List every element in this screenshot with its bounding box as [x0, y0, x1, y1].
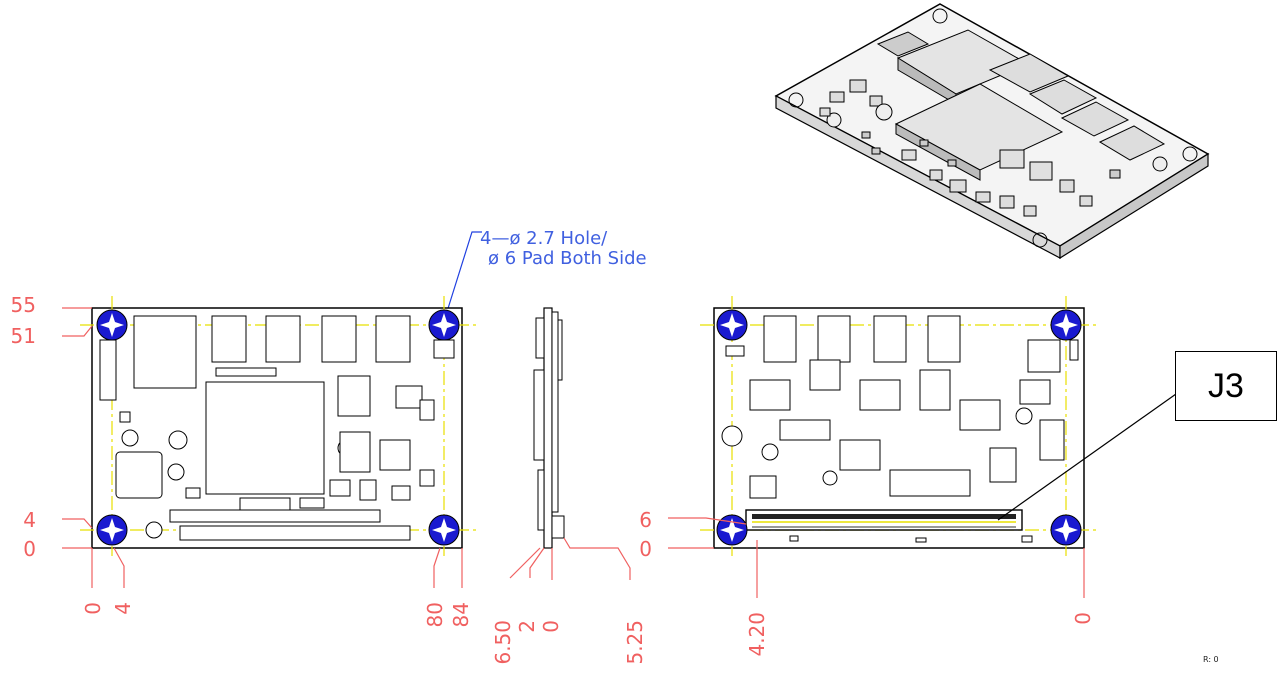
j3-label-box: J3 — [1175, 351, 1277, 421]
dim-label: 0 — [539, 620, 563, 633]
mounting-pad — [428, 309, 460, 341]
back-view: 6 0 4.20 0 — [639, 296, 1177, 657]
mounting-pad — [716, 514, 748, 546]
side-view: 6.50 2 0 5.25 — [491, 307, 647, 665]
dim-label: 4 — [23, 508, 36, 532]
mounting-pad — [96, 514, 128, 546]
dim-label: 0 — [639, 537, 652, 561]
callout-line-2: ø 6 Pad Both Side — [488, 248, 647, 269]
dim-label: 6 — [639, 508, 652, 532]
j3-label: J3 — [1208, 366, 1244, 405]
hole-callout: 4—ø 2.7 Hole/ ø 6 Pad Both Side — [444, 228, 647, 319]
front-dimension-lines — [62, 307, 463, 588]
dim-label: 51 — [11, 324, 36, 348]
dim-label: 0 — [81, 602, 105, 615]
dim-label: 0 — [1071, 612, 1095, 625]
dim-label: 84 — [449, 602, 473, 627]
dim-label: 5.25 — [623, 620, 647, 665]
mounting-pad — [1050, 309, 1082, 341]
mounting-pad — [716, 309, 748, 341]
j3-leader-line — [997, 393, 1177, 521]
dim-label: 2 — [515, 620, 539, 633]
front-view: 55 51 4 0 0 4 80 84 — [11, 293, 478, 627]
dim-label: 6.50 — [491, 620, 515, 665]
back-dimension-lines — [668, 517, 1085, 598]
isometric-view — [774, 3, 1210, 260]
mounting-pad — [1050, 514, 1082, 546]
mounting-pad — [96, 309, 128, 341]
mounting-pad — [428, 514, 460, 546]
dim-label: 0 — [23, 537, 36, 561]
dim-label: 4 — [111, 602, 135, 615]
dim-label: 55 — [11, 293, 36, 317]
callout-line-1: 4—ø 2.7 Hole/ — [480, 228, 608, 249]
dim-label: 4.20 — [745, 612, 769, 657]
revision-label: R: 0 — [1203, 655, 1219, 664]
dim-label: 80 — [423, 602, 447, 627]
side-dimension-lines — [509, 537, 631, 580]
